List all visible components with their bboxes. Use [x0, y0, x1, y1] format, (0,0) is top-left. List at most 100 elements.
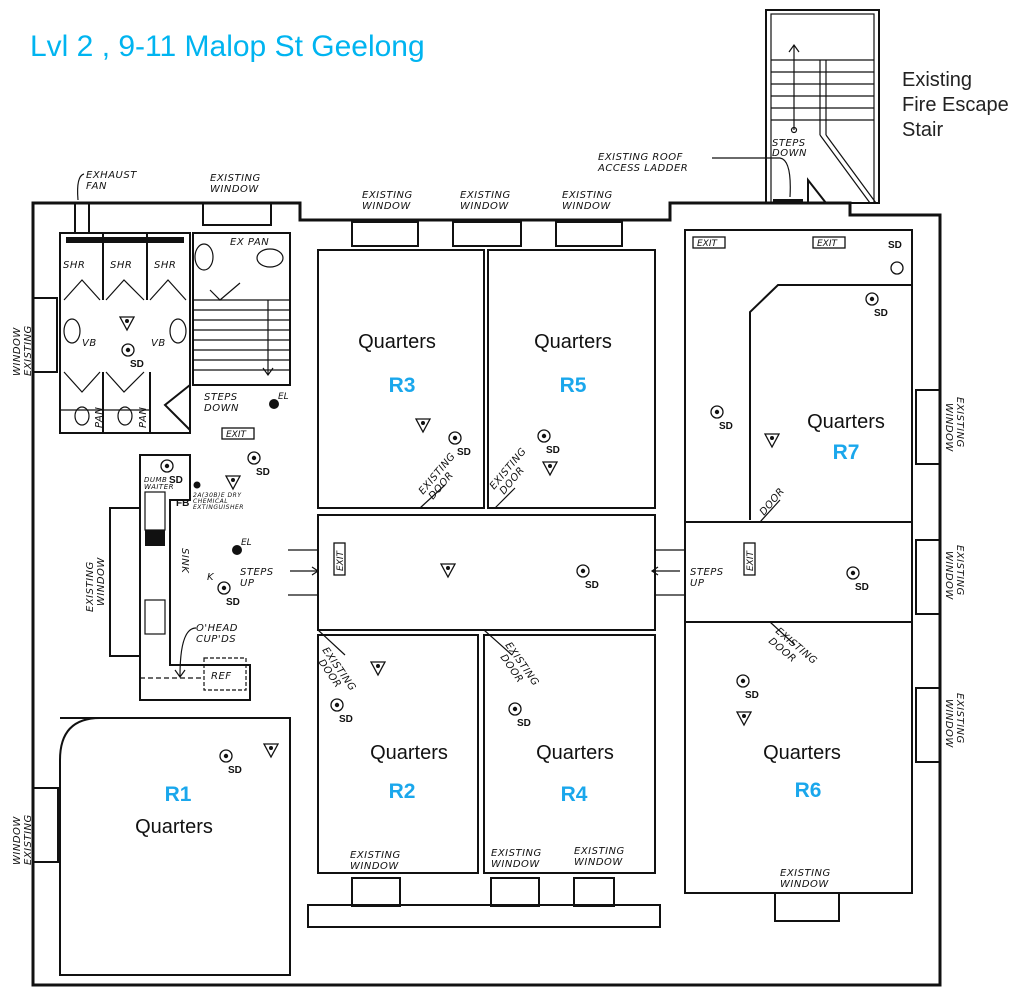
window-label: EXISTING [362, 190, 413, 201]
room-id-r2: R2 [389, 780, 416, 803]
window-label: EXISTING [460, 190, 511, 201]
emergency-light-icon [262, 743, 280, 759]
svg-text:EXIT: EXIT [817, 239, 839, 249]
smoke-detector-icon: SD [247, 451, 270, 478]
smoke-detector-label: SD [517, 718, 531, 729]
room-id-r7: R7 [833, 441, 860, 464]
room-id-r4: R4 [561, 783, 588, 806]
svg-text:EL: EL [278, 392, 289, 402]
window-label: WINDOW [780, 879, 829, 890]
exhaust-fan-label: FAN [86, 181, 107, 192]
window [555, 221, 623, 247]
window-label: WINDOW [491, 859, 540, 870]
window-label: WINDOW [362, 201, 411, 212]
window [573, 877, 615, 907]
vanity-basin-label: VB [82, 338, 97, 349]
shower-label: SHR [63, 260, 85, 271]
exit-sign: EXIT [812, 236, 846, 249]
smoke-detector-icon: SD [736, 674, 759, 701]
room-id-r1: R1 [165, 783, 192, 806]
smoke-detector-icon: SD [330, 698, 353, 725]
extinguisher-label: CHEMICAL [193, 498, 228, 505]
window-label: EXISTING [780, 868, 831, 879]
emergency-light-icon [439, 563, 457, 579]
fire-escape-line: Stair [902, 119, 944, 141]
window-label: EXISTING [491, 848, 542, 859]
svg-text:EXIT: EXIT [226, 430, 248, 440]
window-label: EXISTING [562, 190, 613, 201]
smoke-detector-label: SD [585, 580, 599, 591]
steps-down-label: DOWN [772, 148, 807, 159]
smoke-detector-label: SD [855, 582, 869, 593]
window-label: EXISTING [954, 693, 965, 744]
exit-sign: EXIT [333, 542, 346, 576]
room-label-r1: Quarters [135, 816, 213, 838]
smoke-detector-label: SD [457, 447, 471, 458]
toilet-stair [163, 232, 291, 431]
exit-sign: EXIT [743, 542, 756, 576]
emergency-light-icon [414, 418, 432, 434]
smoke-detector-icon: SD [846, 566, 869, 593]
window-label: EXISTING [210, 173, 261, 184]
svg-text:EL: EL [241, 538, 252, 548]
smoke-detector-icon: SD [121, 343, 144, 370]
room-id-r5: R5 [560, 374, 587, 397]
window-label: WINDOW [12, 327, 23, 376]
overhead-cupboards-label: O'HEAD [196, 623, 238, 634]
dumb-waiter-label: WAITER [144, 483, 174, 491]
room-label-r6: Quarters [763, 742, 841, 764]
room-id-r6: R6 [795, 779, 822, 802]
window-label: WINDOW [210, 184, 259, 195]
room-label-r2: Quarters [370, 742, 448, 764]
smoke-detector-icon: SD [448, 431, 471, 458]
pan-label: PAN [94, 407, 105, 428]
window [915, 687, 941, 763]
smoke-detector-icon: SD [217, 581, 240, 608]
room-labels: R1 Quarters Quarters R2 Quarters R3 Quar… [135, 331, 885, 838]
smoke-detector-icon: SD [537, 429, 560, 456]
window [202, 202, 272, 226]
window-label: WINDOW [350, 861, 399, 872]
window-label: EXISTING [954, 545, 965, 596]
fire-escape-line: Fire Escape [902, 94, 1009, 116]
exit-sign: EXIT [221, 427, 255, 440]
roof-ladder-label: ACCESS LADDER [597, 163, 688, 174]
emergency-light-icon [118, 316, 136, 332]
key-label: K [207, 572, 215, 583]
window-label: WINDOW [562, 201, 611, 212]
windows [32, 202, 941, 922]
steps-down-label: STEPS [204, 392, 238, 403]
window-label: EXISTING [954, 397, 965, 448]
window-label: WINDOW [943, 551, 954, 600]
smoke-detector-icon: SD [576, 564, 599, 591]
steps-up-label: UP [690, 578, 705, 589]
kitchen [139, 454, 251, 701]
smoke-detector-label: SD [228, 765, 242, 776]
window-label: EXISTING [574, 846, 625, 857]
sink-label: SINK [179, 548, 190, 574]
smoke-detector-label: SD [169, 475, 183, 486]
smoke-detector-icon: SD [508, 702, 531, 729]
exit-sign: EXIT [692, 236, 726, 249]
exit-light-icon: EL [232, 538, 252, 555]
window [351, 221, 419, 247]
window [490, 877, 540, 907]
ex-pan-label: EX PAN [230, 237, 269, 248]
window-label: EXISTING [23, 325, 34, 376]
window-label: WINDOW [460, 201, 509, 212]
smoke-detector-label: SD [546, 445, 560, 456]
steps-up-label: STEPS [690, 567, 724, 578]
window-label: EXISTING [23, 814, 34, 865]
steps-down-label: STEPS [772, 138, 806, 149]
window [74, 202, 90, 234]
smoke-detector-label: SD [339, 714, 353, 725]
window-label: WINDOW [943, 403, 954, 452]
dumb-waiter-label: DUMB [144, 476, 167, 484]
smoke-detector-label: SD [874, 308, 888, 319]
fire-blanket-label: FB [176, 498, 189, 509]
fire-escape-stair [765, 9, 880, 204]
overhead-cupboards-label: CUP'DS [196, 634, 236, 645]
room-id-r3: R3 [389, 374, 416, 397]
smoke-detector-label: SD [256, 467, 270, 478]
